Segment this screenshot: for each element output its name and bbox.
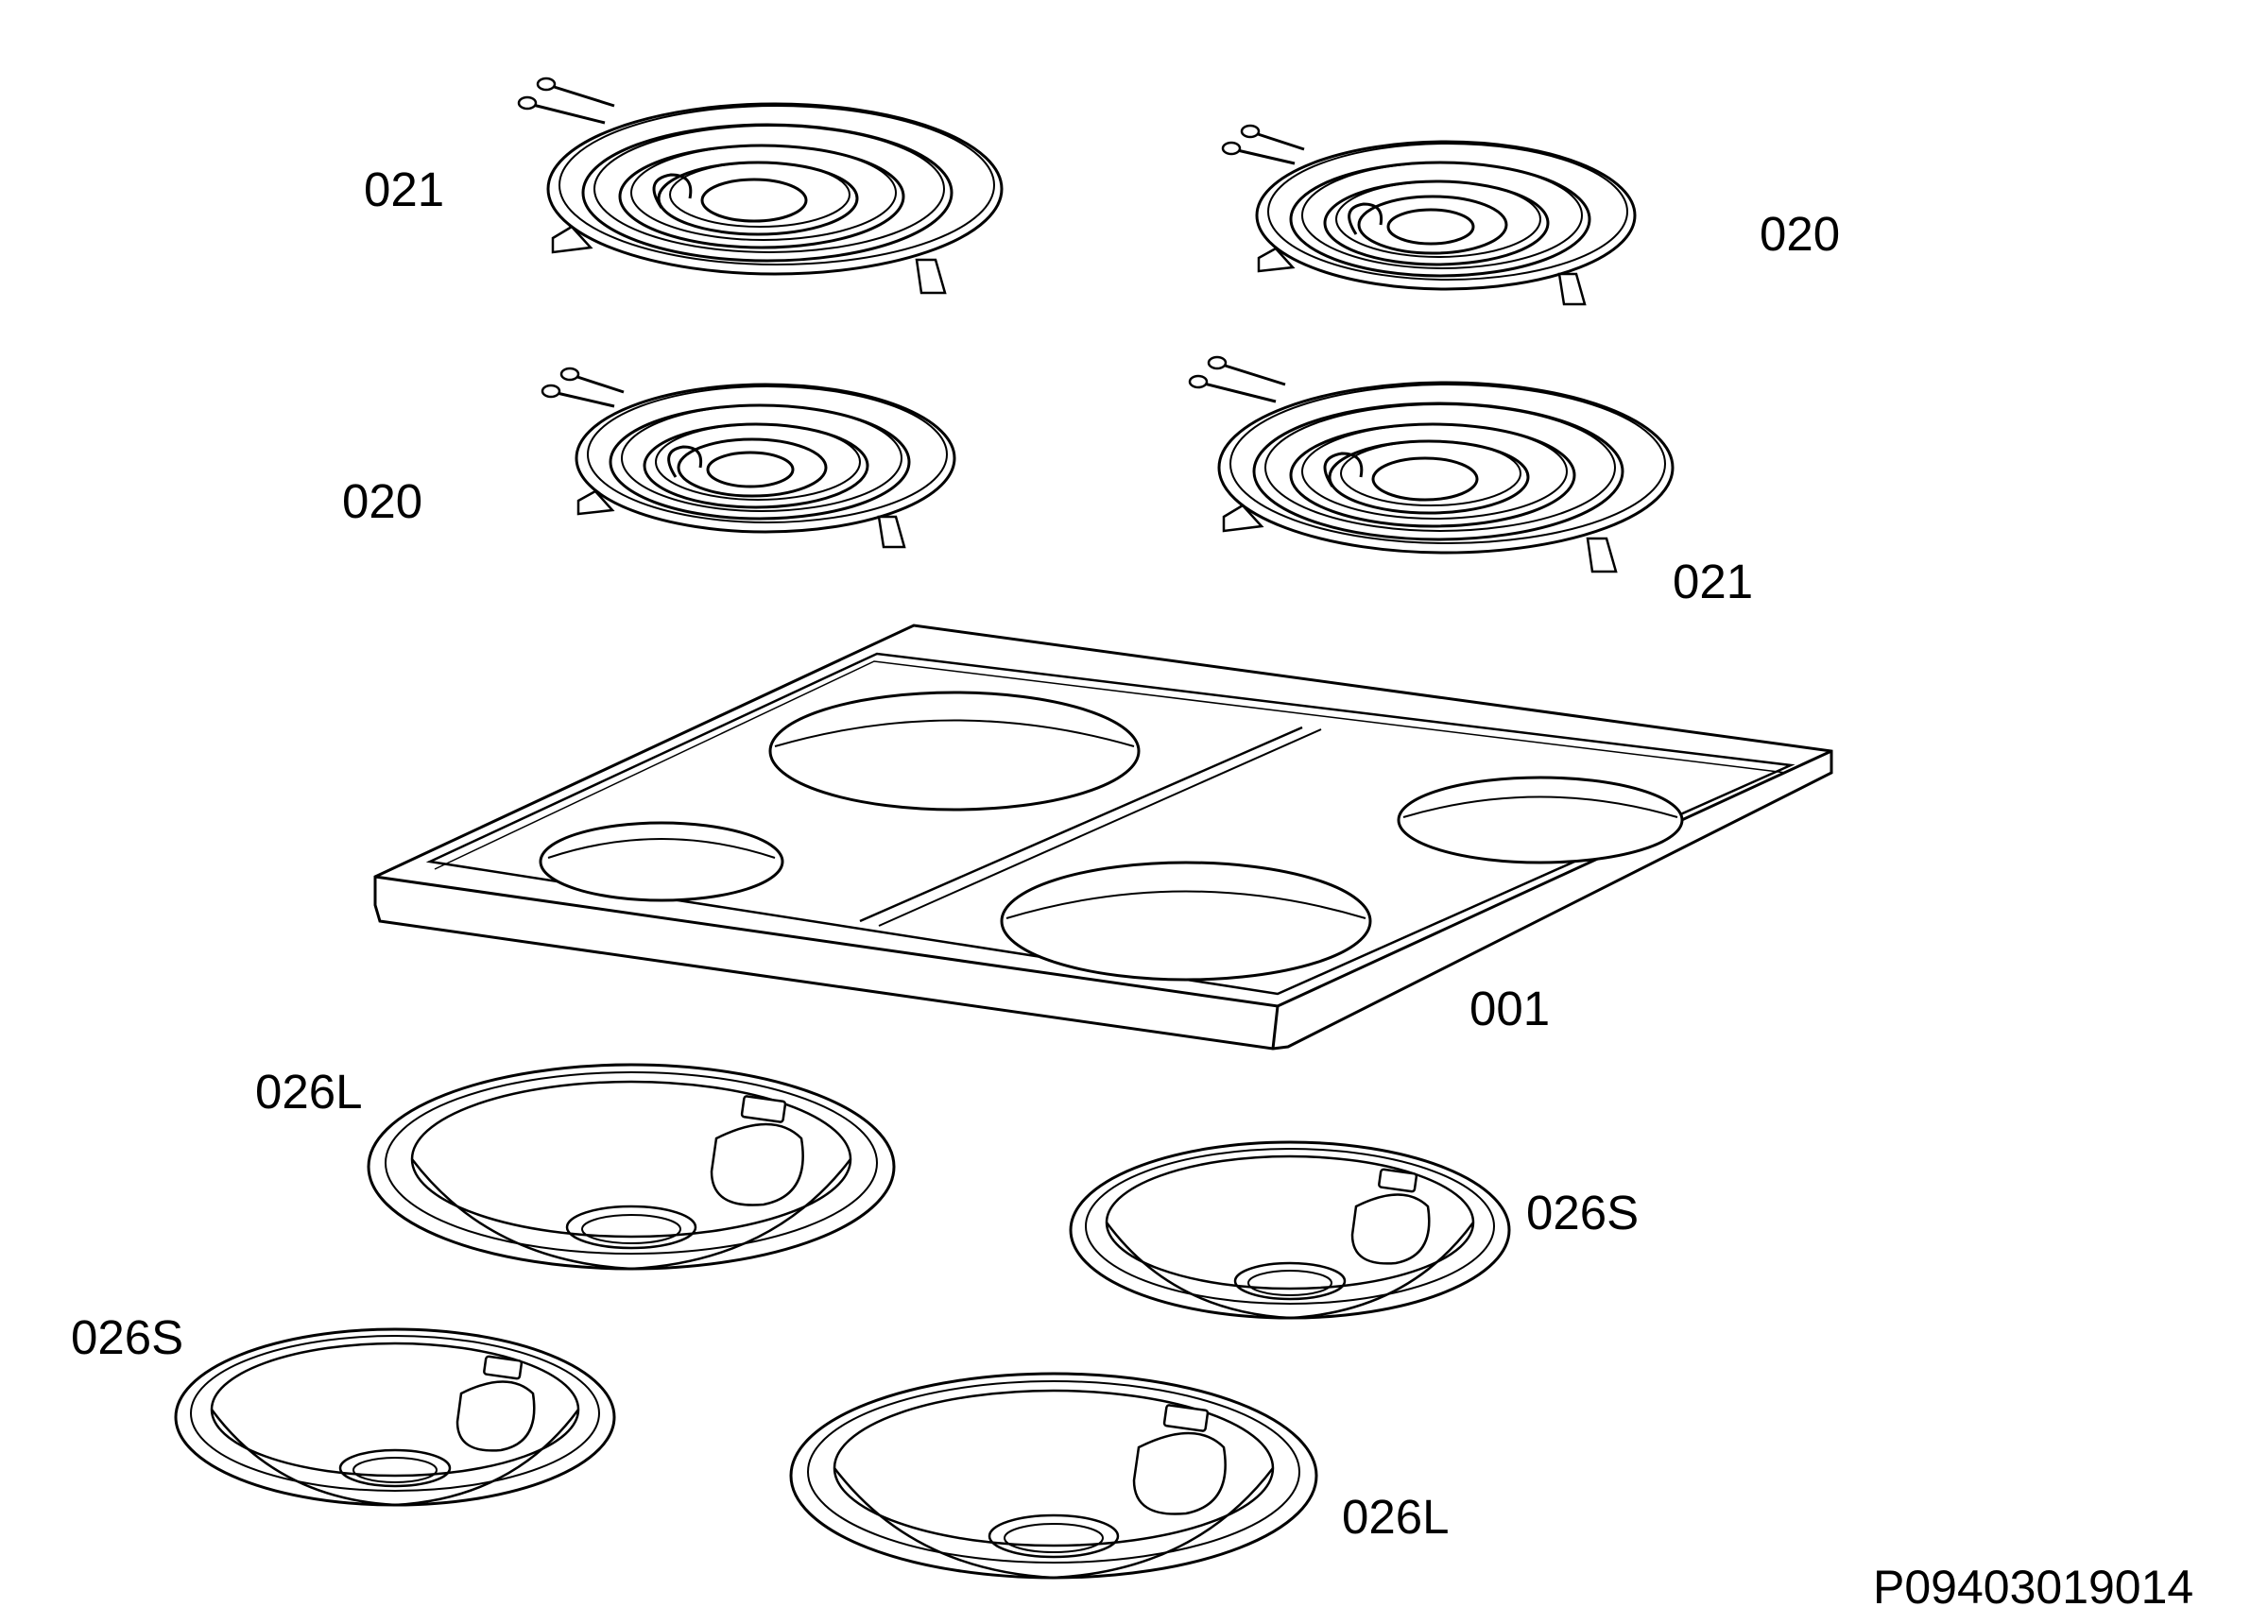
part-label-mid-right-element: 021 bbox=[1673, 555, 1754, 608]
drip-pan-small-lower-left bbox=[174, 1327, 616, 1507]
part-label-cooktop: 001 bbox=[1469, 982, 1551, 1035]
part-label-top-right-element: 020 bbox=[1760, 207, 1841, 261]
surface-element-small-top-right bbox=[1221, 124, 1637, 306]
cooktop-panel bbox=[373, 624, 1833, 1051]
part-label-drip-pan-lower-right: 026L bbox=[1342, 1490, 1450, 1544]
part-label-drip-pan-lower-left: 026S bbox=[71, 1310, 184, 1364]
drip-pan-large-upper-left bbox=[367, 1063, 896, 1271]
surface-element-large-mid-right bbox=[1188, 355, 1675, 573]
part-label-drip-pan-upper-left: 026L bbox=[255, 1065, 363, 1119]
surface-element-small-mid-left bbox=[541, 367, 956, 549]
surface-element-large-top-left bbox=[517, 77, 1004, 295]
part-label-drip-pan-upper-right: 026S bbox=[1526, 1186, 1640, 1239]
part-label-mid-left-element: 020 bbox=[342, 474, 423, 528]
drip-pan-small-upper-right bbox=[1069, 1140, 1511, 1320]
drawing-number: P09403019014 bbox=[1873, 1561, 2194, 1614]
part-label-top-left-element: 021 bbox=[364, 162, 445, 216]
drip-pan-large-lower-right bbox=[789, 1372, 1318, 1580]
